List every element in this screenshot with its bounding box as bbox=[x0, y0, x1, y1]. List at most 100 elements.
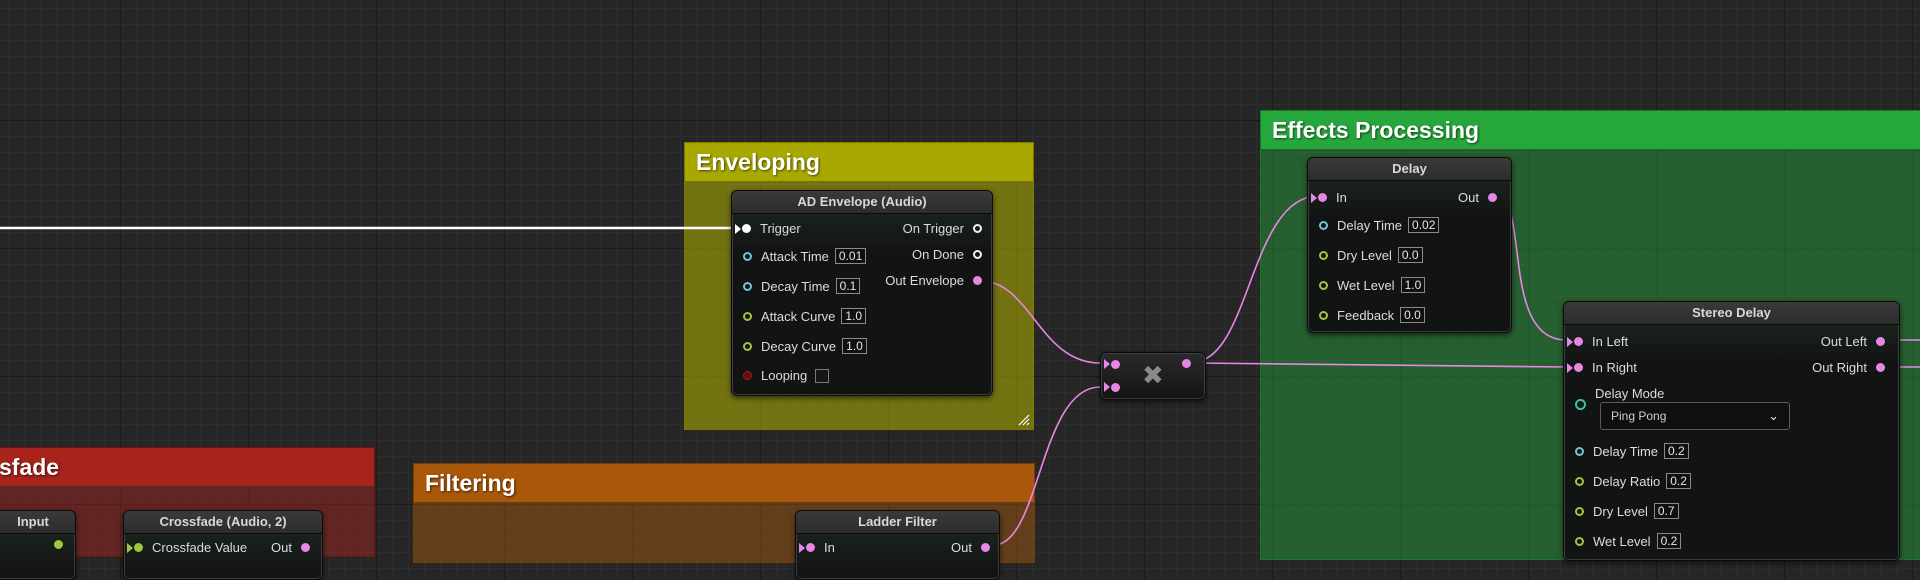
decay-curve-value[interactable]: 1.0 bbox=[842, 338, 867, 354]
input-pin-delay-time[interactable]: Delay Time 0.2 bbox=[1575, 443, 1689, 459]
looping-checkbox[interactable] bbox=[815, 368, 830, 383]
float-pin-icon[interactable] bbox=[1319, 280, 1328, 290]
input-pin-a[interactable] bbox=[1104, 359, 1120, 369]
pin-label: Delay Ratio bbox=[1593, 473, 1661, 489]
input-pin-attack-curve[interactable]: Attack Curve 1.0 bbox=[743, 308, 867, 324]
node-title[interactable]: Ladder Filter bbox=[796, 511, 999, 534]
input-pin-looping[interactable]: Looping bbox=[743, 368, 830, 383]
float-pin-icon[interactable] bbox=[743, 281, 752, 291]
node-ad-envelope[interactable]: AD Envelope (Audio) Trigger Attack Time … bbox=[731, 190, 993, 396]
input-pin-dry-level[interactable]: Dry Level 0.0 bbox=[1319, 247, 1423, 263]
output-pin[interactable] bbox=[1182, 359, 1191, 368]
float-pin-icon[interactable] bbox=[1575, 446, 1584, 456]
resize-grip-icon[interactable] bbox=[1018, 414, 1030, 426]
pin-label: Attack Curve bbox=[761, 308, 836, 324]
node-stereo-delay[interactable]: Stereo Delay In Left In Right Delay Mode… bbox=[1563, 301, 1900, 561]
input-pin-attack-time[interactable]: Attack Time 0.01 bbox=[743, 248, 867, 264]
node-title[interactable]: Input bbox=[0, 511, 75, 534]
input-pin-delay-mode[interactable] bbox=[1575, 399, 1586, 410]
input-pin-delay-ratio[interactable]: Delay Ratio 0.2 bbox=[1575, 473, 1691, 489]
bool-pin-icon[interactable] bbox=[743, 371, 752, 380]
input-pin-decay-curve[interactable]: Decay Curve 1.0 bbox=[743, 338, 867, 354]
attack-time-value[interactable]: 0.01 bbox=[834, 248, 867, 264]
input-pin-in-left[interactable]: In Left bbox=[1567, 334, 1628, 349]
pin-label: Feedback bbox=[1337, 307, 1395, 323]
audio-pin-icon[interactable] bbox=[1876, 337, 1885, 346]
pin-label: Trigger bbox=[760, 221, 801, 236]
audio-pin-icon[interactable] bbox=[1876, 363, 1885, 372]
float-pin-icon[interactable] bbox=[743, 341, 752, 351]
node-title[interactable]: Delay bbox=[1308, 158, 1511, 181]
audio-pin-icon[interactable] bbox=[1318, 193, 1327, 202]
output-pin-out-right[interactable]: Out Right bbox=[1812, 360, 1885, 375]
input-pin-decay-time[interactable]: Decay Time 0.1 bbox=[743, 278, 861, 294]
decay-time-value[interactable]: 0.1 bbox=[835, 278, 861, 294]
float-pin-icon[interactable] bbox=[743, 311, 752, 321]
float-pin-icon[interactable] bbox=[1575, 476, 1584, 486]
feedback-value[interactable]: 0.0 bbox=[1400, 307, 1425, 323]
wet-level-value[interactable]: 0.2 bbox=[1656, 533, 1682, 549]
comment-title-enveloping[interactable]: Enveloping bbox=[685, 143, 1033, 181]
pin-label: Delay Time bbox=[1337, 217, 1403, 233]
audio-pin-icon[interactable] bbox=[1488, 193, 1497, 202]
node-crossfade[interactable]: Crossfade (Audio, 2) Crossfade Value Out bbox=[123, 510, 323, 580]
output-pin-out-left[interactable]: Out Left bbox=[1821, 334, 1885, 349]
float-pin-icon[interactable] bbox=[1319, 220, 1328, 230]
node-title[interactable]: Crossfade (Audio, 2) bbox=[124, 511, 322, 534]
delay-time-value[interactable]: 0.2 bbox=[1664, 443, 1689, 459]
node-title[interactable]: Stereo Delay bbox=[1564, 302, 1899, 325]
attack-curve-value[interactable]: 1.0 bbox=[841, 308, 867, 324]
enum-pin-icon[interactable] bbox=[1575, 399, 1586, 410]
float-pin-icon[interactable] bbox=[1319, 310, 1328, 320]
trigger-pin-icon[interactable] bbox=[973, 224, 982, 233]
input-pin-delay-time[interactable]: Delay Time 0.02 bbox=[1319, 217, 1440, 233]
float-pin-icon[interactable] bbox=[743, 251, 752, 261]
input-pin-trigger[interactable]: Trigger bbox=[735, 221, 801, 236]
float-pin-icon[interactable] bbox=[1575, 506, 1584, 516]
input-pin-feedback[interactable]: Feedback 0.0 bbox=[1319, 307, 1425, 323]
input-pin-b[interactable] bbox=[1104, 382, 1120, 392]
node-input[interactable]: Input bbox=[0, 510, 76, 580]
comment-title-crossfade[interactable]: sfade bbox=[0, 448, 374, 486]
output-pin-on-trigger[interactable]: On Trigger bbox=[903, 221, 982, 236]
multiply-icon: ✖ bbox=[1142, 360, 1164, 390]
audio-pin-icon[interactable] bbox=[1111, 359, 1120, 369]
audio-pin-icon[interactable] bbox=[1574, 337, 1583, 346]
pin-label: In Left bbox=[1592, 334, 1629, 349]
node-delay[interactable]: Delay In Delay Time 0.02 Dry Level 0.0 W… bbox=[1307, 157, 1512, 333]
comment-title-effects-processing[interactable]: Effects Processing bbox=[1261, 111, 1920, 149]
pin-label: On Trigger bbox=[902, 221, 964, 236]
node-title[interactable]: AD Envelope (Audio) bbox=[732, 191, 992, 214]
dry-level-value[interactable]: 0.0 bbox=[1397, 247, 1423, 263]
audio-pin-icon[interactable] bbox=[973, 276, 982, 285]
input-pin-dry-level[interactable]: Dry Level 0.7 bbox=[1575, 503, 1679, 519]
input-pin-wet-level[interactable]: Wet Level 1.0 bbox=[1319, 277, 1426, 293]
delay-time-value[interactable]: 0.02 bbox=[1408, 217, 1440, 233]
pin-label: Delay Time bbox=[1593, 443, 1659, 459]
trigger-pin-icon[interactable] bbox=[973, 250, 982, 259]
output-pin-out-envelope[interactable]: Out Envelope bbox=[885, 273, 982, 288]
node-multiply[interactable]: ✖ bbox=[1100, 352, 1206, 400]
pin-label: In bbox=[1336, 190, 1347, 205]
pin-label: Out Left bbox=[1820, 334, 1867, 349]
float-pin-icon[interactable] bbox=[1575, 536, 1584, 546]
delay-mode-dropdown[interactable]: Ping Pong ⌄ bbox=[1600, 402, 1790, 430]
comment-title-filtering[interactable]: Filtering bbox=[414, 464, 1034, 502]
trigger-pin-icon[interactable] bbox=[742, 224, 751, 233]
float-pin-icon[interactable] bbox=[1319, 250, 1328, 260]
input-pin-wet-level[interactable]: Wet Level 0.2 bbox=[1575, 533, 1682, 549]
delay-mode-label: Delay Mode bbox=[1595, 386, 1665, 401]
delay-ratio-value[interactable]: 0.2 bbox=[1666, 473, 1691, 489]
audio-pin-icon[interactable] bbox=[1111, 382, 1120, 392]
output-pin-on-done[interactable]: On Done bbox=[912, 247, 982, 262]
audio-pin-icon[interactable] bbox=[1574, 363, 1583, 372]
node-ladder-filter[interactable]: Ladder Filter In Out bbox=[795, 510, 1000, 580]
input-pin-in[interactable]: In bbox=[1311, 190, 1347, 205]
wet-level-value[interactable]: 1.0 bbox=[1400, 277, 1426, 293]
input-pin-in-right[interactable]: In Right bbox=[1567, 360, 1637, 375]
pin-label: Decay Curve bbox=[761, 338, 837, 354]
output-pin-out[interactable]: Out bbox=[1458, 190, 1497, 205]
audio-pin-icon[interactable] bbox=[1182, 359, 1191, 368]
dry-level-value[interactable]: 0.7 bbox=[1653, 503, 1679, 519]
